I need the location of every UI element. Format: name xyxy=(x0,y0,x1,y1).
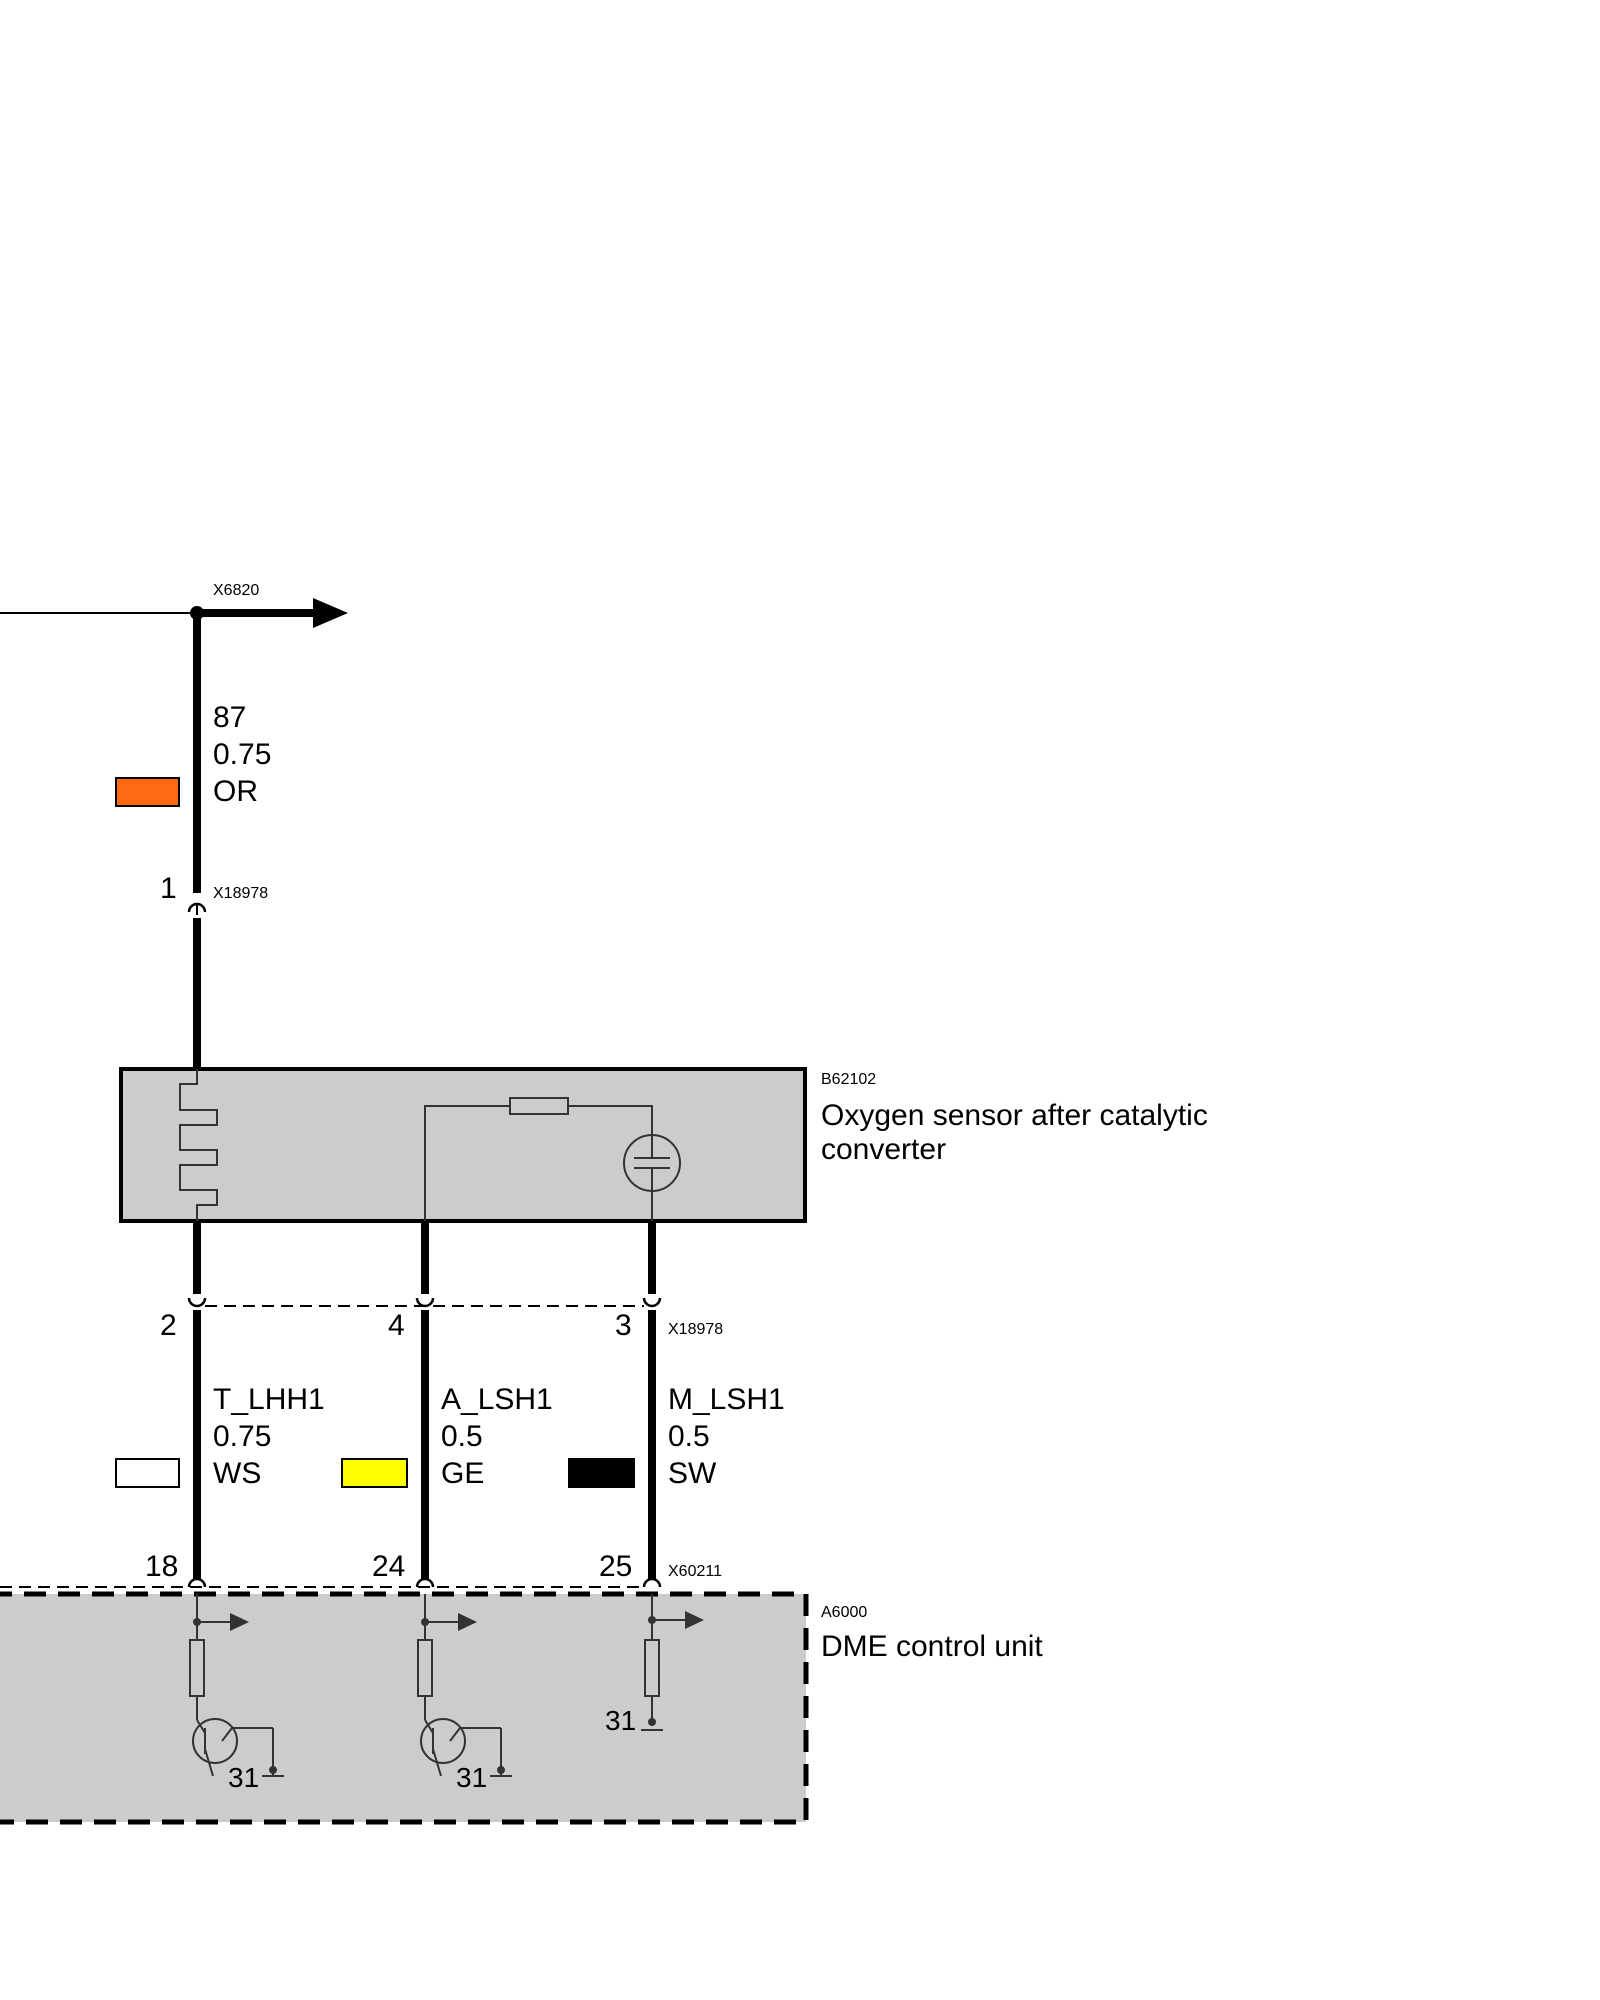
dme-ch1-arrow xyxy=(230,1613,249,1631)
pin-label-24: 24 xyxy=(372,1550,405,1583)
connector-pin-3-cup xyxy=(642,1297,662,1308)
pin-label-25: 25 xyxy=(599,1550,632,1583)
wire-87-color-code: OR xyxy=(213,775,258,808)
dme-control-unit-box xyxy=(0,1591,809,1825)
wire-3-size: 0.5 xyxy=(668,1420,710,1453)
connector-label-x6820: X6820 xyxy=(213,582,259,599)
wire-3-color-code: SW xyxy=(668,1457,717,1490)
wire-3-signal: M_LSH1 xyxy=(668,1383,785,1416)
wire-87-size: 0.75 xyxy=(213,738,271,771)
connector-label-x18978-bottom: X18978 xyxy=(668,1321,723,1338)
dme-channel-1 xyxy=(189,1594,284,1777)
color-swatch-sw xyxy=(568,1458,635,1488)
color-swatch-ge xyxy=(341,1458,408,1488)
control-unit-id: A6000 xyxy=(821,1604,867,1621)
dme-ch1-ground-node xyxy=(269,1766,277,1774)
ground-label-2: 31 xyxy=(456,1762,487,1793)
sensor-id: B62102 xyxy=(821,1071,876,1088)
pin-label-4: 4 xyxy=(388,1309,405,1342)
pin-label-18: 18 xyxy=(145,1550,178,1583)
sensor-name-line2: converter xyxy=(821,1133,946,1166)
connector-pin-4-cup xyxy=(415,1297,435,1308)
wire-2-color-code: GE xyxy=(441,1457,484,1490)
ground-label-1: 31 xyxy=(228,1762,259,1793)
oxygen-sensor-box xyxy=(119,1067,807,1223)
sensor-name-line1: Oxygen sensor after catalytic xyxy=(821,1099,1208,1132)
pin-label-2: 2 xyxy=(160,1309,177,1342)
dme-ch3-ground-node xyxy=(648,1718,656,1726)
control-unit-name: DME control unit xyxy=(821,1630,1043,1663)
connector-x60211-pin-18 xyxy=(187,1577,207,1588)
color-swatch-ws xyxy=(115,1458,180,1488)
connector-x60211-pin-25 xyxy=(642,1577,662,1588)
connector-x60211-pin-24 xyxy=(415,1577,435,1588)
feed-arrow-head xyxy=(313,598,348,628)
ground-label-3: 31 xyxy=(605,1705,636,1736)
sensor-resistor xyxy=(509,1097,569,1115)
dme-ch2-ground-node xyxy=(497,1766,505,1774)
splice-node-x6820 xyxy=(190,606,204,620)
wire-2-signal: A_LSH1 xyxy=(441,1383,553,1416)
connector-label-x18978-top: X18978 xyxy=(213,885,268,902)
dme-ch3-arrow xyxy=(685,1611,704,1629)
wire-1-signal: T_LHH1 xyxy=(213,1383,325,1416)
wire-1-size: 0.75 xyxy=(213,1420,271,1453)
heater-element xyxy=(179,1069,218,1221)
connector-label-x60211: X60211 xyxy=(668,1563,722,1580)
dme-ch1-node xyxy=(193,1618,201,1626)
color-swatch-or xyxy=(115,777,180,807)
dme-ch3-node xyxy=(648,1616,656,1624)
dme-channel-2 xyxy=(417,1594,512,1777)
pin-label-3: 3 xyxy=(615,1309,632,1342)
wire-1-color-code: WS xyxy=(213,1457,261,1490)
dme-ch2-node xyxy=(421,1618,429,1626)
pin-label-1: 1 xyxy=(160,872,177,905)
connector-pin-2-cup xyxy=(187,1297,207,1308)
dme-ch2-arrow xyxy=(458,1613,477,1631)
wire-2-size: 0.5 xyxy=(441,1420,483,1453)
wire-87-terminal: 87 xyxy=(213,701,246,734)
